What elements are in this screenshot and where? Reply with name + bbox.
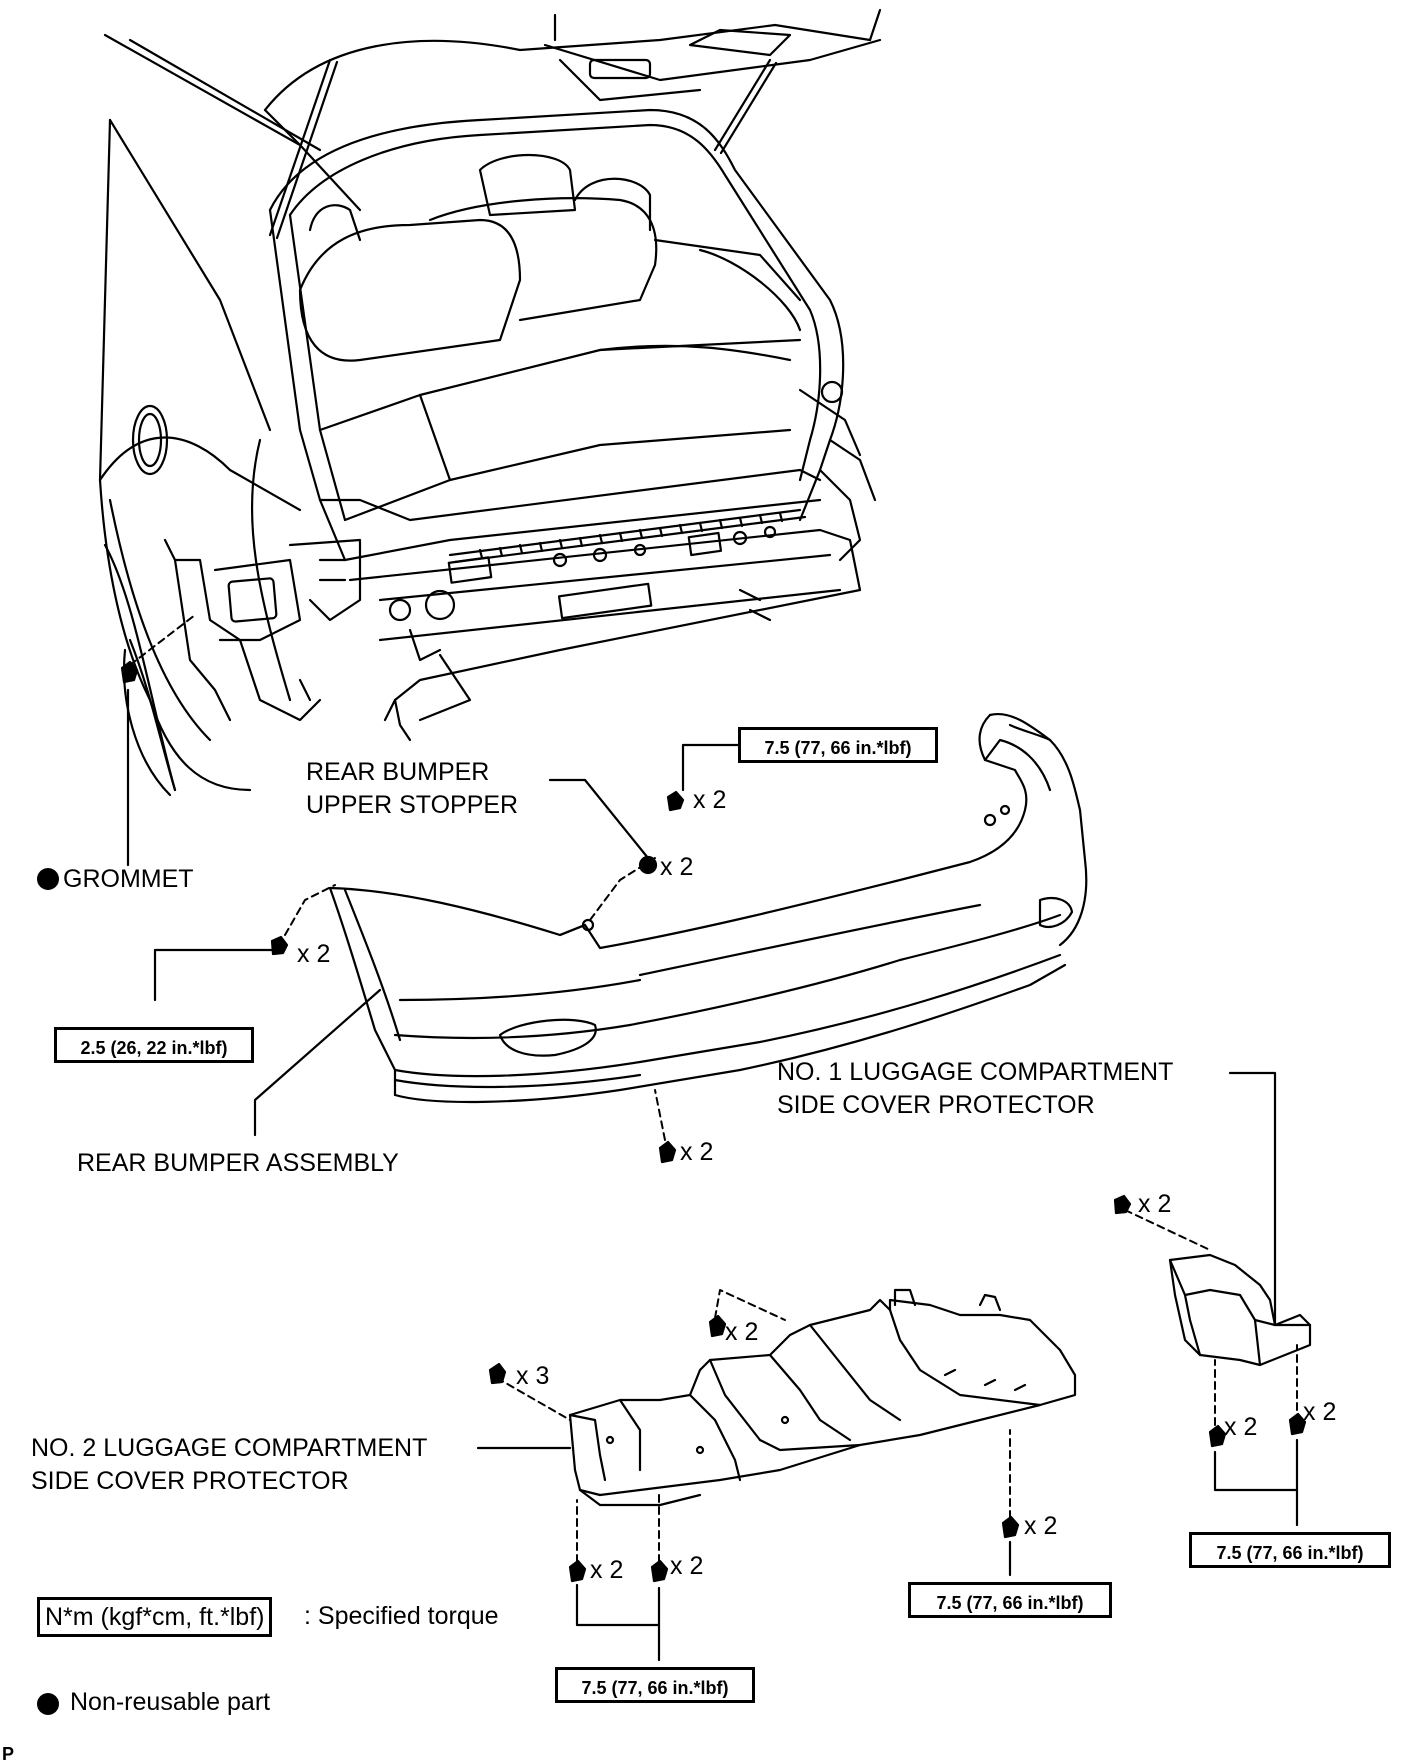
upper-stopper-label-line2: UPPER STOPPER [306,791,519,819]
solid-leaders [126,688,1299,1662]
corner-code: P [2,1744,15,1764]
qty-no1-right-bolt: x 2 [1303,1398,1337,1426]
rear-bumper-cover [328,712,1088,1104]
no2-protector-label-line1: NO. 2 LUGGAGE COMPARTMENT [31,1434,428,1462]
vehicle-rear-body [98,8,882,797]
legend-torque-caption: : Specified torque [304,1602,499,1630]
torque-box-stopper-bolt: 7.5 (77, 66 in.*lbf) [738,727,938,763]
qty-side-clip: x 2 [297,940,331,968]
qty-bottom-screw: x 2 [680,1138,714,1166]
torque-box-no1-protector: 7.5 (77, 66 in.*lbf) [1189,1532,1391,1568]
no2-protector-drawing [568,1288,1077,1507]
torque-box-no2-right: 7.5 (77, 66 in.*lbf) [908,1582,1112,1618]
no1-protector-label-line2: SIDE COVER PROTECTOR [777,1091,1095,1119]
qty-no2-bottom-left-bolt: x 2 [590,1556,624,1584]
qty-stopper-nut: x 2 [660,853,694,881]
qty-no1-left-bolt: x 2 [1224,1413,1258,1441]
legend-nonreusable-icon [37,1693,59,1715]
legend-torque-units-box: N*m (kgf*cm, ft.*lbf) [37,1597,273,1637]
grommet-label: GROMMET [63,865,194,893]
dashed-leaders [129,614,1298,1563]
qty-no2-top-screw: x 2 [725,1318,759,1346]
torque-box-no2-bottom: 7.5 (77, 66 in.*lbf) [555,1667,755,1703]
no1-protector-label-line1: NO. 1 LUGGAGE COMPARTMENT [777,1058,1174,1086]
no1-protector-drawing [1168,1253,1312,1367]
no2-protector-label-line2: SIDE COVER PROTECTOR [31,1467,349,1495]
legend-nonreusable-caption: Non-reusable part [70,1688,271,1716]
upper-stopper-label-line1: REAR BUMPER [306,758,490,786]
torque-box-side-clip: 2.5 (26, 22 in.*lbf) [54,1027,254,1063]
qty-no1-upper-screw: x 2 [1138,1190,1172,1218]
bumper-assembly-label: REAR BUMPER ASSEMBLY [77,1149,399,1177]
qty-no2-left-screw: x 3 [516,1362,550,1390]
qty-stopper-bolt: x 2 [693,786,727,814]
nonreusable-marker-icon [37,868,59,890]
qty-no2-bottom-right-bolt: x 2 [670,1552,704,1580]
qty-no2-right-bolt: x 2 [1024,1512,1058,1540]
